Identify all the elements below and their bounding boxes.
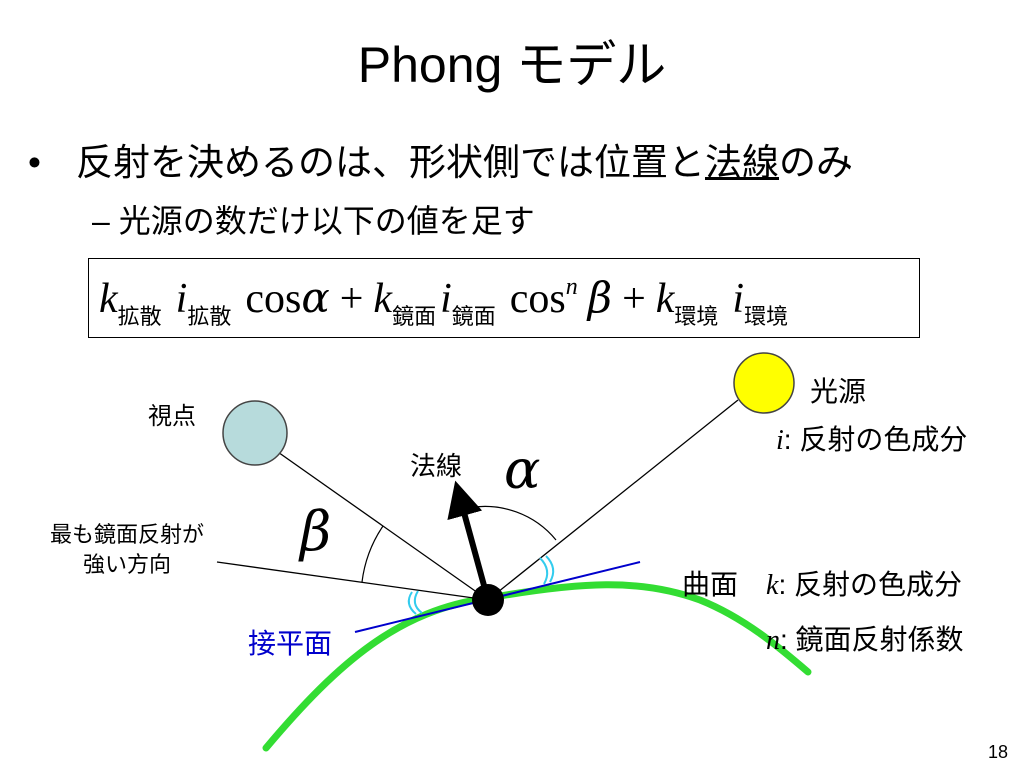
light-direction-line bbox=[487, 399, 739, 601]
main-bullet: • 反射を決めるのは、形状側では位置と法線のみ bbox=[28, 138, 853, 188]
reflection-direction-label: 最も鏡面反射が強い方向 bbox=[22, 520, 232, 580]
bullet-text-after: のみ bbox=[779, 142, 853, 183]
formula-sub-specular-1: 鏡面 bbox=[392, 304, 437, 329]
formula-sub-ambient-1: 環境 bbox=[674, 304, 719, 329]
light-desc-var: i bbox=[776, 425, 784, 456]
formula-beta: β bbox=[587, 273, 613, 322]
reflection-label-line2: 強い方向 bbox=[82, 552, 171, 577]
angle-mark-left-2 bbox=[413, 590, 423, 614]
formula-plus-1: + bbox=[339, 276, 364, 322]
sub-bullet: – 光源の数だけ以下の値を足す bbox=[92, 200, 535, 242]
alpha-label: α bbox=[504, 438, 541, 501]
k-description: k: 反射の色成分 bbox=[766, 563, 962, 603]
formula-sub-specular-2: 鏡面 bbox=[451, 304, 496, 329]
formula-k-ambient: k bbox=[655, 276, 675, 322]
formula-i-specular: i bbox=[440, 276, 452, 322]
formula-plus-2: + bbox=[622, 276, 646, 322]
normal-label: 法線 bbox=[410, 451, 463, 481]
beta-label: β bbox=[300, 500, 332, 563]
formula-alpha: α bbox=[301, 273, 330, 322]
light-desc-text: : 反射の色成分 bbox=[783, 424, 968, 455]
slide-title: Phong モデル bbox=[357, 37, 667, 93]
reflection-point bbox=[472, 584, 504, 616]
angle-mark-left bbox=[407, 591, 417, 615]
formula-i-diffuse: i bbox=[175, 276, 188, 322]
bullet-text-before: 反射を決めるのは、形状側では位置と bbox=[76, 142, 705, 183]
formula-sub-diffuse-2: 拡散 bbox=[187, 304, 232, 329]
beta-arc bbox=[361, 525, 384, 583]
formula-cos-2: cos bbox=[509, 276, 566, 322]
bullet-marker: • bbox=[28, 142, 41, 183]
n-desc-text: : 鏡面反射係数 bbox=[780, 624, 964, 655]
normal-arrow bbox=[447, 480, 491, 601]
angle-mark-right bbox=[545, 555, 555, 583]
angle-mark-right-2 bbox=[539, 557, 549, 585]
formula-k-specular: k bbox=[373, 276, 393, 322]
tangent-label: 接平面 bbox=[248, 628, 333, 659]
page-number: 18 bbox=[988, 742, 1009, 762]
formula-sub-ambient-2: 環境 bbox=[744, 304, 789, 329]
surface-curve bbox=[262, 581, 812, 752]
light-label: 光源 bbox=[810, 376, 867, 407]
alpha-arc bbox=[467, 505, 557, 541]
formula-cos-1: cos bbox=[245, 276, 302, 322]
sub-bullet-text: 光源の数だけ以下の値を足す bbox=[118, 203, 535, 239]
reflection-direction-line bbox=[216, 561, 489, 601]
formula-k-diffuse: k bbox=[99, 276, 118, 322]
formula-exponent: n bbox=[565, 274, 578, 300]
view-direction-line bbox=[257, 437, 489, 601]
reflection-label-line1: 最も鏡面反射が bbox=[49, 522, 204, 547]
viewpoint-circle bbox=[222, 400, 288, 466]
formula-i-ambient: i bbox=[732, 276, 745, 322]
bullet-text-underlined: 法線 bbox=[705, 142, 779, 183]
k-var: k bbox=[766, 570, 779, 601]
k-desc-text: : 反射の色成分 bbox=[778, 569, 962, 600]
sub-bullet-marker: – bbox=[92, 203, 110, 239]
viewpoint-label: 視点 bbox=[148, 403, 196, 430]
formula-sub-diffuse-1: 拡散 bbox=[117, 304, 162, 329]
n-var: n bbox=[766, 625, 780, 656]
light-source-circle bbox=[733, 352, 795, 414]
n-description: n: 鏡面反射係数 bbox=[766, 618, 964, 658]
light-description: i: 反射の色成分 bbox=[776, 418, 967, 458]
surface-label: 曲面 bbox=[682, 569, 739, 600]
